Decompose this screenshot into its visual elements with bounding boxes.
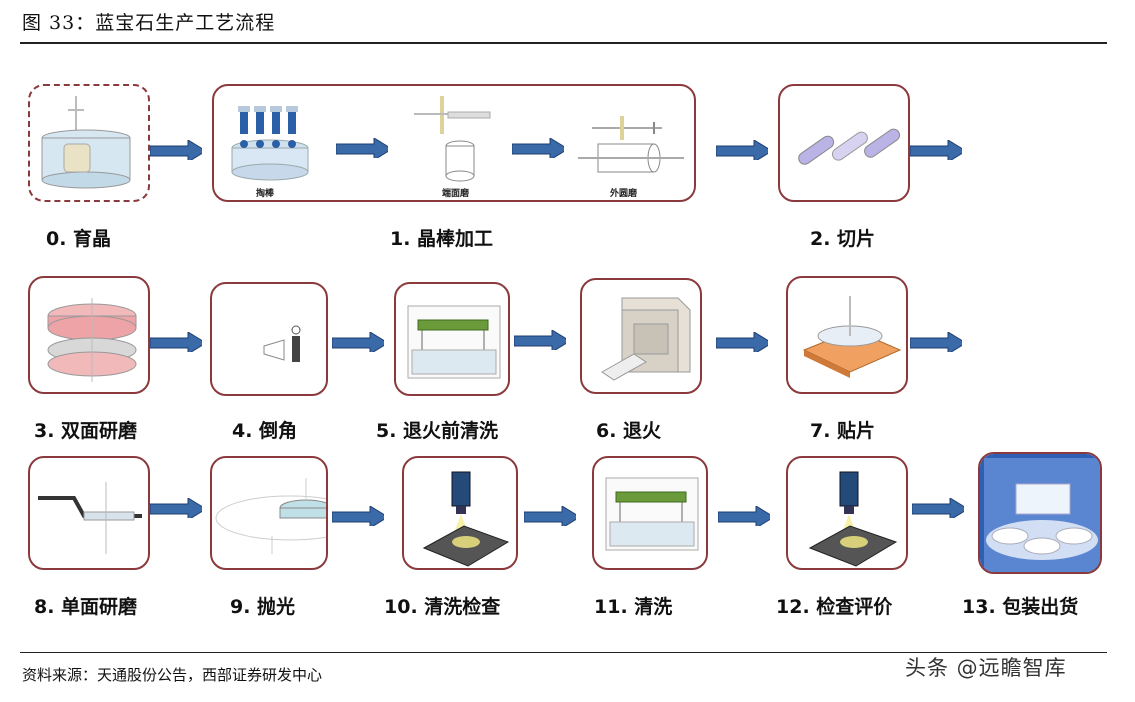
step-box-11 — [592, 456, 708, 570]
inspection-evaluation-illustration — [808, 471, 898, 567]
double-side-lapping-illustration — [47, 298, 137, 382]
flow-arrow-3-4 — [150, 332, 202, 352]
step-label-13: 13. 包装出货 — [962, 596, 1079, 618]
step-label-0: 0. 育晶 — [46, 228, 112, 250]
step-box-5 — [394, 282, 510, 396]
step-box-4 — [210, 282, 328, 396]
bottom-divider — [20, 652, 1107, 653]
step-label-10: 10. 清洗检查 — [384, 596, 501, 618]
flow-arrow-1-2 — [716, 140, 768, 160]
chamfering-illustration — [263, 325, 301, 362]
watermark-text: 头条 @远瞻智库 — [905, 656, 1067, 680]
step-box-9 — [210, 456, 328, 570]
step-label-3: 3. 双面研磨 — [34, 420, 138, 442]
step-box-6 — [580, 278, 702, 394]
flow-arrow-0-1 — [150, 140, 202, 160]
flow-arrow-10-11 — [524, 506, 576, 526]
flow-arrow-1b — [512, 138, 564, 158]
step-label-2: 2. 切片 — [810, 228, 876, 250]
packaging-shipping-illustration — [980, 454, 1100, 572]
sublabel-cylindrical-grinding: 外圆磨 — [610, 189, 638, 199]
step-label-6: 6. 退火 — [596, 420, 662, 442]
step-box-8 — [28, 456, 150, 570]
flow-arrow-12-13 — [912, 498, 964, 518]
step-box-1: 掏棒 端面磨 外圆磨 — [212, 84, 696, 202]
annealing-furnace-illustration — [601, 297, 691, 381]
cleaning-illustration — [605, 477, 699, 551]
step-label-7: 7. 贴片 — [810, 420, 876, 442]
flow-arrow-9-10 — [332, 506, 384, 526]
crystal-growth-illustration — [41, 96, 131, 189]
step-box-0 — [28, 84, 150, 202]
sublabel-end-grinding: 端面磨 — [442, 189, 470, 199]
source-note: 资料来源：天通股份公告，西部证券研发中心 — [22, 666, 323, 684]
flow-arrow-11-12 — [718, 506, 770, 526]
step-label-5: 5. 退火前清洗 — [376, 420, 499, 442]
single-side-lapping-illustration — [38, 482, 142, 554]
flow-arrow-6-7 — [716, 332, 768, 352]
step-label-4: 4. 倒角 — [232, 420, 298, 442]
step-label-12: 12. 检查评价 — [776, 596, 893, 618]
step-box-13 — [978, 452, 1102, 574]
step-box-2 — [778, 84, 910, 202]
step-label-11: 11. 清洗 — [594, 596, 673, 618]
polishing-illustration — [215, 478, 326, 554]
top-divider — [20, 42, 1107, 44]
step-label-9: 9. 抛光 — [230, 596, 296, 618]
flow-arrow-7-out — [910, 332, 962, 352]
sublabel-coring: 掏棒 — [256, 189, 275, 199]
pre-anneal-cleaning-illustration — [407, 305, 501, 379]
step-label-8: 8. 单面研磨 — [34, 596, 138, 618]
slicing-illustration — [798, 128, 901, 165]
flow-arrow-2-out — [910, 140, 962, 160]
flow-arrow-4-5 — [332, 332, 384, 352]
mounting-illustration — [802, 296, 902, 378]
flow-arrow-8-9 — [150, 498, 202, 518]
step-box-10 — [402, 456, 518, 570]
step-box-3 — [28, 276, 150, 394]
cleaning-inspection-illustration — [422, 471, 510, 567]
ingot-processing-illustration — [231, 96, 684, 182]
figure-title: 图 33：蓝宝石生产工艺流程 — [22, 12, 276, 34]
step-label-1: 1. 晶棒加工 — [390, 228, 494, 250]
step-box-12 — [786, 456, 908, 570]
step-box-7 — [786, 276, 908, 394]
flow-arrow-1a — [336, 138, 388, 158]
flow-arrow-5-6 — [514, 330, 566, 350]
